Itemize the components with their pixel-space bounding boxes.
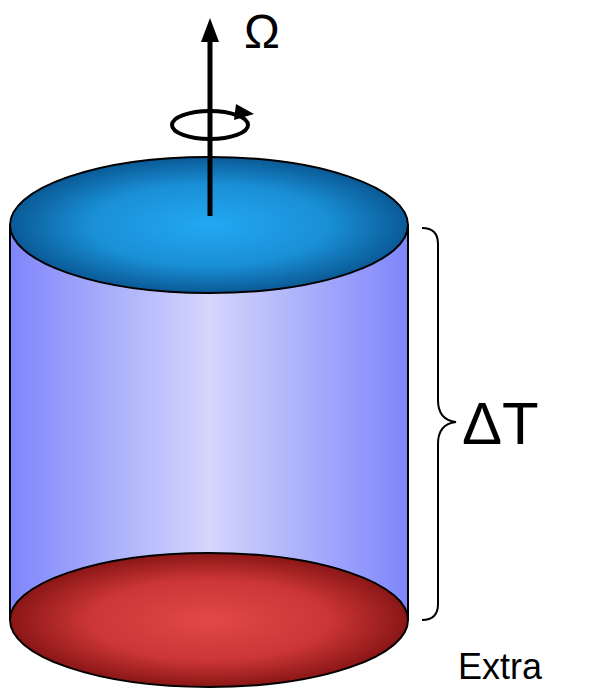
temperature-difference-label: ΔT [462, 394, 539, 454]
rotation-arrowhead [234, 104, 254, 120]
rotation-axis [208, 40, 213, 216]
cylinder-edge [407, 225, 409, 620]
corner-label: Extra [458, 649, 542, 685]
hot-bottom-plate [10, 553, 408, 687]
cylinder-edge [9, 225, 11, 620]
rotation-rate-label: Ω [244, 8, 280, 56]
axis-arrowhead [201, 18, 219, 42]
height-bracket [422, 228, 456, 620]
